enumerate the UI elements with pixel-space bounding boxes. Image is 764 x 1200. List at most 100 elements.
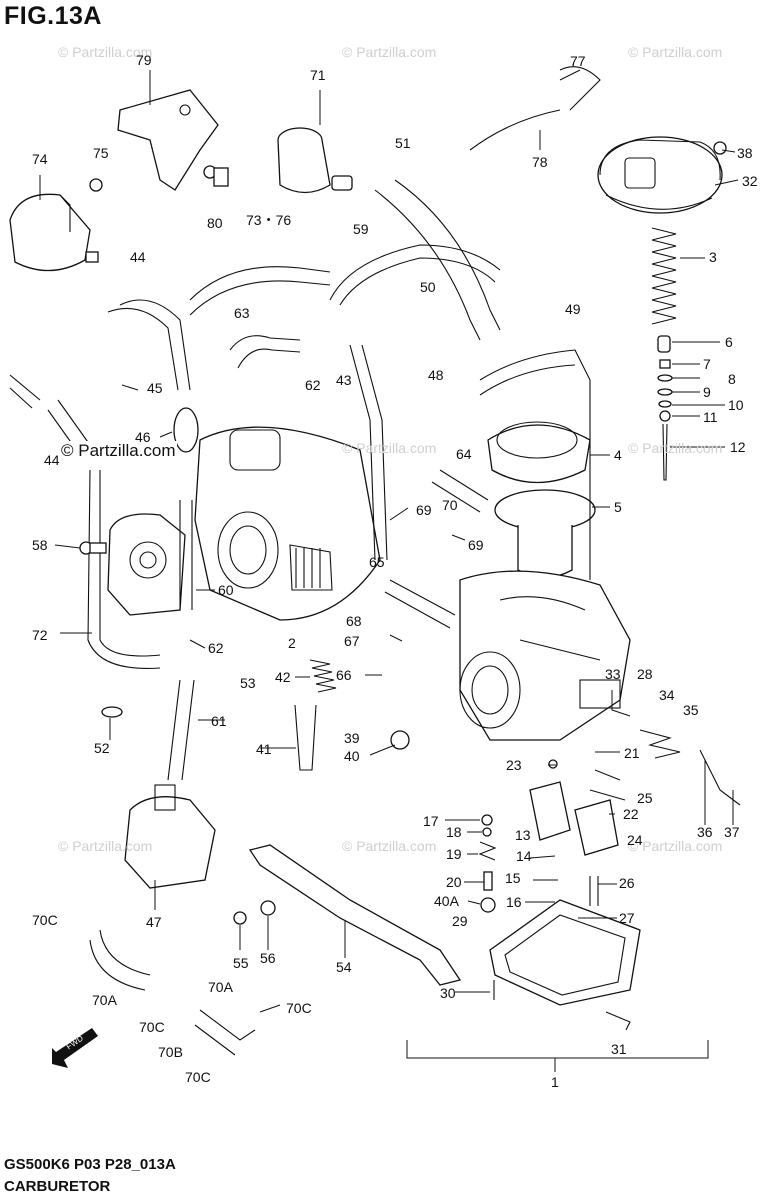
callout-label[interactable]: 38 [737, 145, 753, 161]
evap-canister[interactable] [9, 193, 99, 272]
vacuum-piston-diaphragm[interactable] [487, 421, 596, 579]
callout-label[interactable]: 40 [344, 748, 360, 764]
callout-label[interactable]: 11 [703, 409, 718, 425]
callout-label[interactable]: 9 [703, 384, 711, 400]
callout-label[interactable]: 26 [619, 875, 635, 891]
callout-label[interactable]: 22 [623, 806, 639, 822]
jet-needle[interactable] [657, 335, 673, 481]
callout-label[interactable]: 43 [336, 372, 352, 388]
callout-label[interactable]: 8 [728, 371, 736, 387]
callout-label[interactable]: 70A [92, 992, 117, 1008]
callout-label[interactable]: 74 [32, 151, 48, 167]
callout-label[interactable]: 16 [506, 894, 522, 910]
callout-label[interactable]: 69 [468, 537, 484, 553]
callout-label[interactable]: 75 [93, 145, 109, 161]
callout-label[interactable]: 31 [611, 1041, 627, 1057]
callout-label[interactable]: 15 [505, 870, 521, 886]
callout-label[interactable]: 56 [260, 950, 276, 966]
callout-label[interactable]: 70C [32, 912, 58, 928]
callout-label[interactable]: 25 [637, 790, 653, 806]
callout-label[interactable]: 14 [516, 848, 532, 864]
callout-label[interactable]: 18 [446, 824, 462, 840]
callout-label[interactable]: 37 [724, 824, 740, 840]
callout-label[interactable]: 3 [709, 249, 717, 265]
callout-label[interactable]: 39 [344, 730, 360, 746]
callout-label[interactable]: 61 [211, 713, 227, 729]
callout-label[interactable]: 40A [434, 893, 459, 909]
callout-label[interactable]: 51 [395, 135, 411, 151]
float[interactable] [529, 781, 619, 856]
callout-label[interactable]: 70C [286, 1000, 312, 1016]
callout-label[interactable]: 70 [442, 497, 458, 513]
callout-label[interactable]: 52 [94, 740, 110, 756]
callout-label[interactable]: 72 [32, 627, 48, 643]
callout-label[interactable]: 44 [130, 249, 146, 265]
callout-label[interactable]: 29 [452, 913, 468, 929]
callout-label[interactable]: 55 [233, 955, 249, 971]
piston-spring[interactable] [651, 227, 677, 325]
callout-label[interactable]: 30 [440, 985, 456, 1001]
callout-label[interactable]: 77 [570, 53, 586, 69]
callout-label[interactable]: 36 [697, 824, 713, 840]
callout-label[interactable]: 44 [44, 452, 60, 468]
callout-label[interactable]: 13 [515, 827, 531, 843]
callout-label[interactable]: 66 [336, 667, 352, 683]
callout-label[interactable]: 17 [423, 813, 439, 829]
callout-label[interactable]: 62 [305, 377, 321, 393]
callout-label[interactable]: 69 [416, 502, 432, 518]
callout-label[interactable]: 67 [344, 633, 360, 649]
callout-label[interactable]: 33 [605, 666, 621, 682]
callout-label[interactable]: 20 [446, 874, 462, 890]
callout-label[interactable]: 63 [234, 305, 250, 321]
callout-label[interactable]: 2 [288, 635, 296, 651]
callout-label[interactable]: 34 [659, 687, 675, 703]
callout-label[interactable]: 23 [506, 757, 522, 773]
callout-label[interactable]: 58 [32, 537, 48, 553]
callout-label[interactable]: 47 [146, 914, 162, 930]
callout-label[interactable]: 6 [725, 334, 733, 350]
callout-label[interactable]: 70A [208, 979, 233, 995]
fuel-filter[interactable] [277, 127, 353, 194]
callout-label[interactable]: 46 [135, 429, 151, 445]
callout-label[interactable]: 12 [730, 439, 746, 455]
callout-label[interactable]: 41 [256, 741, 272, 757]
callout-label[interactable]: 19 [446, 846, 462, 862]
callout-label[interactable]: 4 [614, 447, 622, 463]
callout-label[interactable]: 70C [185, 1069, 211, 1085]
callout-label[interactable]: 42 [275, 669, 291, 685]
mounting-bracket[interactable] [117, 89, 219, 191]
throttle-body-assembly[interactable] [194, 426, 381, 621]
callout-label[interactable]: 73・76 [246, 212, 292, 228]
callout-label[interactable]: 62 [208, 640, 224, 656]
callout-label[interactable]: 48 [428, 367, 444, 383]
callout-label[interactable]: 45 [147, 380, 163, 396]
fuel-and-vent-hoses[interactable] [9, 66, 601, 1056]
callout-label[interactable]: 32 [742, 173, 758, 189]
callout-label[interactable]: 70B [158, 1044, 183, 1060]
callout-label[interactable]: 53 [240, 675, 256, 691]
callout-label[interactable]: 27 [619, 910, 635, 926]
throttle-cable-bracket[interactable] [248, 844, 462, 986]
carburetor-top-cap[interactable] [597, 136, 723, 214]
callout-label[interactable]: 24 [627, 832, 643, 848]
callout-label[interactable]: 68 [346, 613, 362, 629]
callout-label[interactable]: 1 [551, 1074, 559, 1090]
callout-label[interactable]: 28 [637, 666, 653, 682]
callout-label[interactable]: 79 [136, 52, 152, 68]
carburetor-body[interactable] [459, 570, 631, 741]
air-valve[interactable] [124, 784, 216, 889]
callout-label[interactable]: 49 [565, 301, 581, 317]
callout-label[interactable]: 7 [703, 356, 711, 372]
callout-label[interactable]: 80 [207, 215, 223, 231]
callout-label[interactable]: 60 [218, 582, 234, 598]
callout-label[interactable]: 35 [683, 702, 699, 718]
callout-label[interactable]: 5 [614, 499, 622, 515]
callout-label[interactable]: 54 [336, 959, 352, 975]
callout-label[interactable]: 50 [420, 279, 436, 295]
float-bowl[interactable] [489, 899, 641, 1006]
breather-valve[interactable] [107, 513, 186, 616]
callout-label[interactable]: 70C [139, 1019, 165, 1035]
callout-label[interactable]: 71 [310, 67, 326, 83]
callout-label[interactable]: 21 [624, 745, 640, 761]
callout-label[interactable]: 59 [353, 221, 369, 237]
